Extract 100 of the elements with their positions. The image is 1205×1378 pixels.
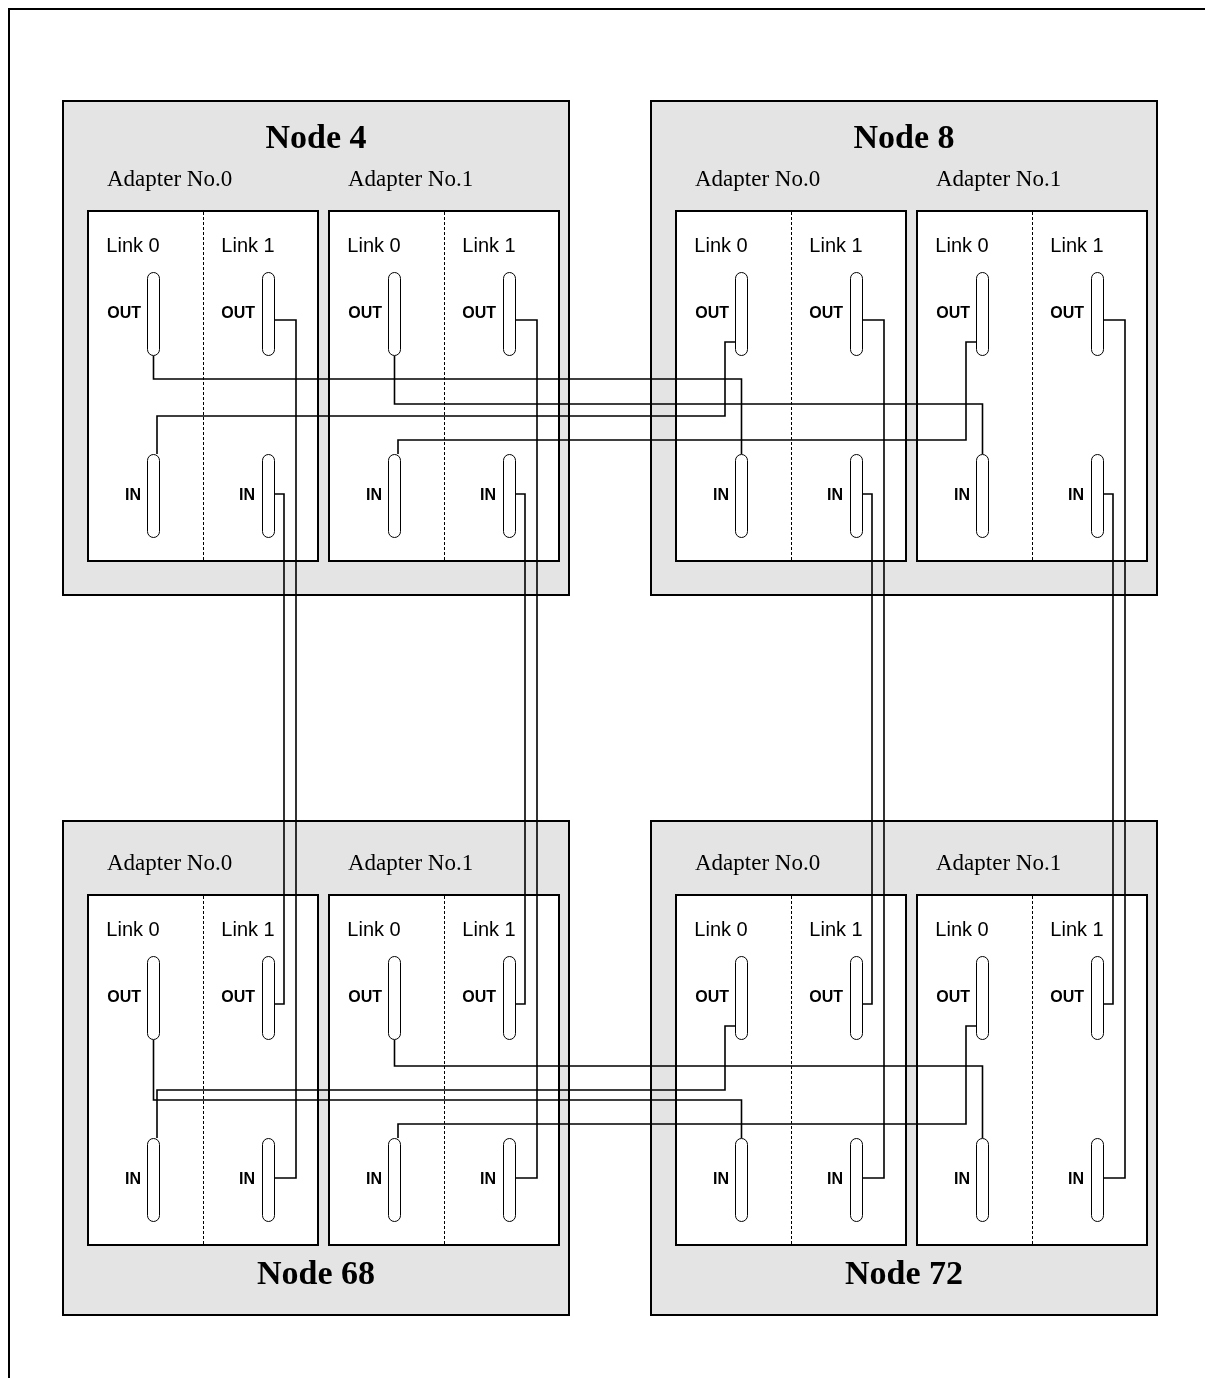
port-label: IN (125, 486, 141, 504)
link-label: Link 0 (693, 234, 749, 257)
port-slot (262, 956, 275, 1040)
link-label: Link 1 (220, 918, 276, 941)
node-title: Node 4 (264, 118, 368, 156)
port-label: OUT (221, 304, 255, 322)
link-label: Link 1 (1049, 918, 1105, 941)
link-label: Link 0 (105, 234, 161, 257)
port-label: OUT (107, 304, 141, 322)
port-label: IN (954, 486, 970, 504)
port-label: OUT (1050, 304, 1084, 322)
link-label: Link 0 (934, 918, 990, 941)
port-slot (147, 454, 160, 538)
port-label: OUT (462, 304, 496, 322)
port-slot (1091, 956, 1104, 1040)
node-panel (62, 820, 570, 1316)
cable-line (514, 493, 526, 1005)
port-label: IN (827, 486, 843, 504)
adapter-title: Adapter No.1 (936, 166, 1062, 192)
port-slot (735, 454, 748, 538)
port-slot (1091, 1138, 1104, 1222)
port-label: OUT (809, 988, 843, 1006)
adapter-title: Adapter No.0 (107, 850, 233, 876)
adapter-title: Adapter No.1 (936, 850, 1062, 876)
cable-line (514, 319, 538, 1179)
port-slot (147, 956, 160, 1040)
port-slot (147, 1138, 160, 1222)
cable-line (273, 493, 285, 1005)
adapter-title: Adapter No.0 (695, 850, 821, 876)
link-label: Link 1 (220, 234, 276, 257)
node-panel (62, 100, 570, 596)
port-slot (388, 272, 401, 356)
port-label: IN (239, 486, 255, 504)
port-slot (735, 1138, 748, 1222)
node-title: Node 68 (255, 1254, 377, 1292)
port-label: IN (480, 486, 496, 504)
node-title: Node 72 (843, 1254, 965, 1292)
port-slot (976, 454, 989, 538)
port-slot (503, 454, 516, 538)
port-label: IN (1068, 1170, 1084, 1188)
port-label: IN (366, 486, 382, 504)
port-label: IN (713, 1170, 729, 1188)
port-slot (388, 956, 401, 1040)
port-label: OUT (348, 304, 382, 322)
port-slot (388, 1138, 401, 1222)
port-label: OUT (221, 988, 255, 1006)
port-label: IN (480, 1170, 496, 1188)
port-slot (976, 956, 989, 1040)
cable-line (1102, 493, 1114, 1005)
link-label: Link 0 (346, 234, 402, 257)
port-label: OUT (1050, 988, 1084, 1006)
port-label: IN (125, 1170, 141, 1188)
port-slot (262, 272, 275, 356)
node-panel (650, 820, 1158, 1316)
port-label: OUT (809, 304, 843, 322)
port-slot (735, 956, 748, 1040)
port-label: OUT (107, 988, 141, 1006)
port-label: OUT (462, 988, 496, 1006)
adapter-title: Adapter No.1 (348, 850, 474, 876)
port-label: IN (954, 1170, 970, 1188)
port-slot (850, 454, 863, 538)
link-label: Link 0 (346, 918, 402, 941)
link-label: Link 1 (808, 918, 864, 941)
port-label: IN (713, 486, 729, 504)
port-slot (503, 272, 516, 356)
port-slot (147, 272, 160, 356)
port-label: IN (1068, 486, 1084, 504)
port-slot (262, 1138, 275, 1222)
port-slot (735, 272, 748, 356)
port-slot (388, 454, 401, 538)
port-slot (1091, 272, 1104, 356)
port-slot (976, 1138, 989, 1222)
link-label: Link 0 (934, 234, 990, 257)
adapter-title: Adapter No.0 (695, 166, 821, 192)
port-label: IN (239, 1170, 255, 1188)
link-label: Link 1 (808, 234, 864, 257)
port-label: OUT (695, 304, 729, 322)
port-slot (503, 1138, 516, 1222)
port-label: OUT (695, 988, 729, 1006)
link-label: Link 1 (1049, 234, 1105, 257)
port-slot (850, 956, 863, 1040)
port-label: OUT (936, 988, 970, 1006)
node-title: Node 8 (852, 118, 956, 156)
adapter-title: Adapter No.0 (107, 166, 233, 192)
port-label: OUT (348, 988, 382, 1006)
cable-line (273, 319, 297, 1179)
port-slot (262, 454, 275, 538)
port-slot (976, 272, 989, 356)
link-label: Link 0 (105, 918, 161, 941)
port-slot (850, 1138, 863, 1222)
port-slot (1091, 454, 1104, 538)
port-label: IN (366, 1170, 382, 1188)
adapter-title: Adapter No.1 (348, 166, 474, 192)
port-slot (503, 956, 516, 1040)
link-label: Link 1 (461, 918, 517, 941)
cable-line (861, 319, 885, 1179)
port-label: IN (827, 1170, 843, 1188)
port-slot (850, 272, 863, 356)
node-panel (650, 100, 1158, 596)
link-label: Link 1 (461, 234, 517, 257)
